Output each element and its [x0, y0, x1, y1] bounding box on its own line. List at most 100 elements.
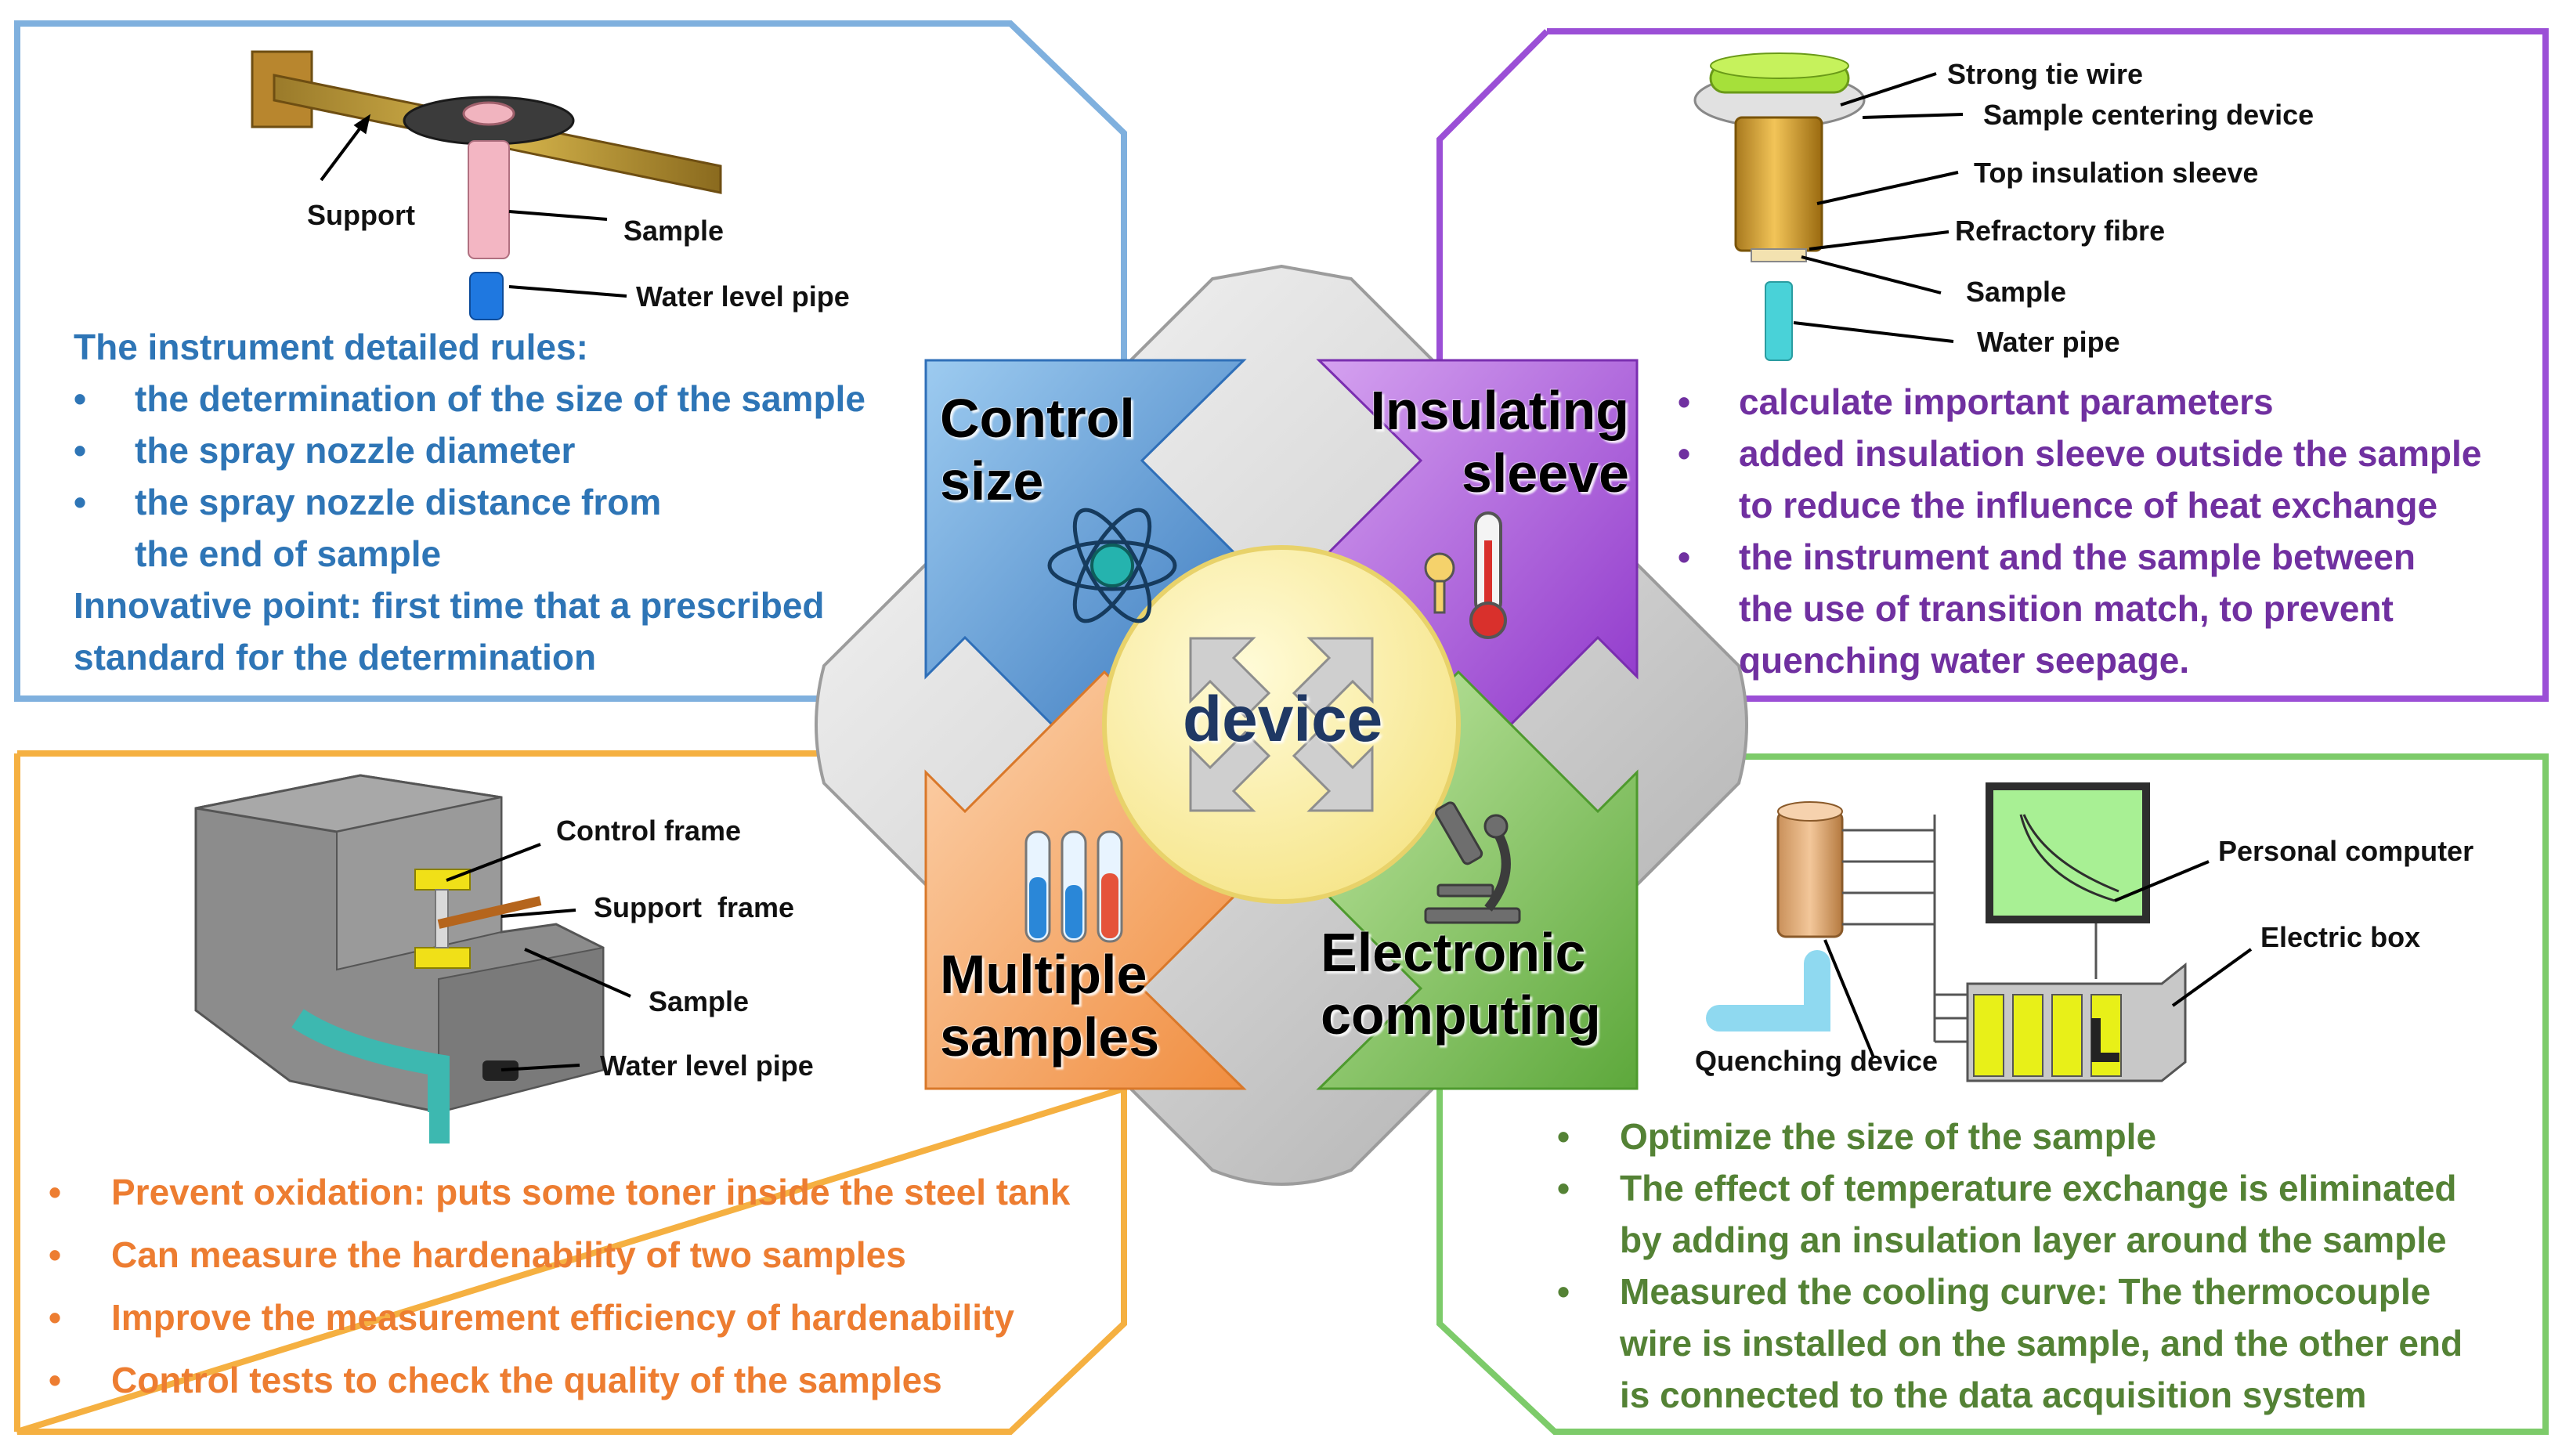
- quadrant-bottom-right-title-line2: computing: [1321, 985, 1601, 1046]
- electronic-text-cont: by adding an insulation layer around the…: [1620, 1219, 2447, 1260]
- quadrant-top-right-title-line2: sleeve: [1461, 443, 1629, 504]
- sample-text: Control tests to check the quality of th…: [111, 1360, 942, 1400]
- insulation-text: the instrument and the sample between: [1739, 537, 2416, 577]
- quadrant-top-right-title: Insulating sleeve: [1332, 379, 1629, 504]
- panel-bottom-left-border: [16, 750, 1127, 1435]
- bullet-dot: •: [74, 430, 87, 471]
- bottom-left-leader-lines: [446, 843, 631, 1071]
- insulation-text: calculate important parameters: [1739, 381, 2274, 422]
- panel-bottom-right-border: [1436, 753, 2549, 1435]
- sample-text: Improve the measurement efficiency of ha…: [111, 1297, 1014, 1338]
- bullet-dot: •: [1678, 381, 1691, 422]
- bottom-right-leader-lines: [1823, 860, 2253, 1058]
- panel-top-right-frame: [1436, 28, 2549, 702]
- label-support-frame: Support frame: [594, 891, 795, 923]
- bullet-dot: •: [1678, 433, 1691, 474]
- innovation-line1: Innovative point: first time that a pres…: [74, 585, 825, 626]
- label-control-frame: Control frame: [556, 815, 742, 847]
- panel-top-left-text: The instrument detailed rules: •the dete…: [74, 321, 951, 683]
- bullet-dot: •: [49, 1297, 62, 1338]
- label-sample-tr: Sample: [1966, 276, 2067, 308]
- label-strong-tie-wire: Strong tie wire: [1947, 58, 2144, 90]
- electronic-list-2: •Measured the cooling curve: The thermoc…: [1557, 1266, 2536, 1317]
- quadrant-bottom-right-title-line1: Electronic: [1321, 922, 1586, 983]
- sample-text: Prevent oxidation: puts some toner insid…: [111, 1172, 1071, 1212]
- electronic-text: Optimize the size of the sample: [1620, 1116, 2157, 1157]
- bullet-dot: •: [1557, 1168, 1570, 1209]
- panel-bottom-left-text: • Prevent oxidation: puts some toner insi…: [49, 1161, 1129, 1411]
- quadrant-top-left-title: Control size: [940, 387, 1135, 512]
- insulation-sleeve-illustration: [1693, 52, 1866, 361]
- label-sample-bl: Sample: [649, 985, 750, 1017]
- bullet-dot: •: [1678, 537, 1691, 577]
- label-sample-centering: Sample centering device: [1983, 99, 2314, 131]
- rule-text: the determination of the size of the sam…: [135, 378, 865, 419]
- electronic-text-cont: wire is installed on the sample, and the…: [1620, 1323, 2463, 1364]
- test-tubes-icon: [1024, 830, 1123, 943]
- quadrant-bottom-right-title: Electronic computing: [1321, 921, 1601, 1046]
- multiple-samples-list: • Prevent oxidation: puts some toner insi…: [49, 1161, 1129, 1411]
- support-arm-illustration: [251, 50, 722, 194]
- atom-icon: [1047, 508, 1177, 623]
- list-item: • Control tests to check the quality of t…: [49, 1349, 1129, 1411]
- label-sample-tl: Sample: [623, 215, 725, 247]
- quadrant-bottom-left-title: Multiple samples: [940, 943, 1159, 1068]
- electronic-text: The effect of temperature exchange is el…: [1620, 1168, 2457, 1209]
- quadrant-top-left-title-line1: Control: [940, 388, 1135, 449]
- list-item: • Prevent oxidation: puts some toner insi…: [49, 1161, 1129, 1223]
- insulation-list-2: • the instrument and the sample between: [1678, 531, 2531, 583]
- label-top-insulation: Top insulation sleeve: [1974, 157, 2259, 189]
- insulation-list: • calculate important parameters • added i…: [1678, 376, 2531, 479]
- quenching-computing-illustration: [1706, 782, 2187, 1082]
- list-item: • Can measure the hardenability of two sa…: [49, 1223, 1129, 1286]
- list-item: • Improve the measurement efficiency of h…: [49, 1286, 1129, 1349]
- insulation-text-cont: to reduce the influence of heat exchange: [1739, 485, 2438, 526]
- top-right-leader-lines: [1793, 72, 1964, 343]
- quadrant-bottom-left-title-line1: Multiple: [940, 944, 1147, 1005]
- center-circle: [1102, 545, 1461, 904]
- quadrant-top-left-title-line2: size: [940, 450, 1044, 511]
- list-item: • Optimize the size of the sample: [1557, 1111, 2536, 1162]
- rule-text-continuation: the end of sample: [135, 533, 442, 574]
- label-water-pipe: Water pipe: [1977, 326, 2120, 358]
- bullet-dot: •: [74, 482, 87, 522]
- list-item: • the spray nozzle distance from: [74, 476, 951, 528]
- bullet-dot: •: [49, 1360, 62, 1400]
- list-item: • The effect of temperature exchange is e…: [1557, 1162, 2536, 1214]
- rule-text: the spray nozzle diameter: [135, 430, 576, 471]
- label-electric-box: Electric box: [2260, 921, 2421, 953]
- bullet-dot: •: [74, 378, 87, 419]
- top-left-leader-lines: [320, 114, 627, 298]
- sample-cylinder: [468, 140, 510, 259]
- label-support: Support: [307, 199, 415, 231]
- sample-text: Can measure the hardenability of two sam…: [111, 1234, 906, 1275]
- label-water-level-pipe-tl: Water level pipe: [636, 280, 850, 313]
- bullet-dot: •: [49, 1234, 62, 1275]
- list-item: • the spray nozzle diameter: [74, 425, 951, 476]
- arrows-expand-icon: [1189, 637, 1374, 812]
- list-item: • added insulation sleeve outside the sam…: [1678, 428, 2531, 479]
- label-personal-computer: Personal computer: [2218, 835, 2474, 867]
- label-water-level-pipe-bl: Water level pipe: [600, 1050, 814, 1082]
- bullet-dot: •: [1557, 1116, 1570, 1157]
- insulation-text: added insulation sleeve outside the samp…: [1739, 433, 2482, 474]
- center-label: device: [1183, 684, 1383, 755]
- insulation-text-cont: quenching water seepage.: [1739, 640, 2190, 681]
- list-item: •Measured the cooling curve: The thermoc…: [1557, 1266, 2536, 1317]
- label-refractory: Refractory fibre: [1955, 215, 2166, 247]
- electronic-text-cont: is connected to the data acquisition sys…: [1620, 1375, 2367, 1415]
- rule-text: the spray nozzle distance from: [135, 482, 662, 522]
- list-item: • calculate important parameters: [1678, 376, 2531, 428]
- panel-bottom-right-text: • Optimize the size of the sample • The ef…: [1557, 1111, 2536, 1421]
- bullet-dot: •: [1557, 1271, 1570, 1312]
- steel-tank-illustration: [194, 774, 605, 1143]
- microscope-icon: [1424, 801, 1521, 924]
- quadrant-top-right-title-line1: Insulating: [1370, 380, 1629, 441]
- quadrant-bottom-left-title-line2: samples: [940, 1006, 1160, 1068]
- instrument-rules-list: • the determination of the size of the sa…: [74, 373, 951, 528]
- innovation-line2: standard for the determination: [74, 637, 597, 677]
- bullet-dot: •: [49, 1172, 62, 1212]
- insulation-text-cont: the use of transition match, to prevent: [1739, 588, 2394, 629]
- panel-top-right-text: • calculate important parameters • added i…: [1678, 376, 2531, 686]
